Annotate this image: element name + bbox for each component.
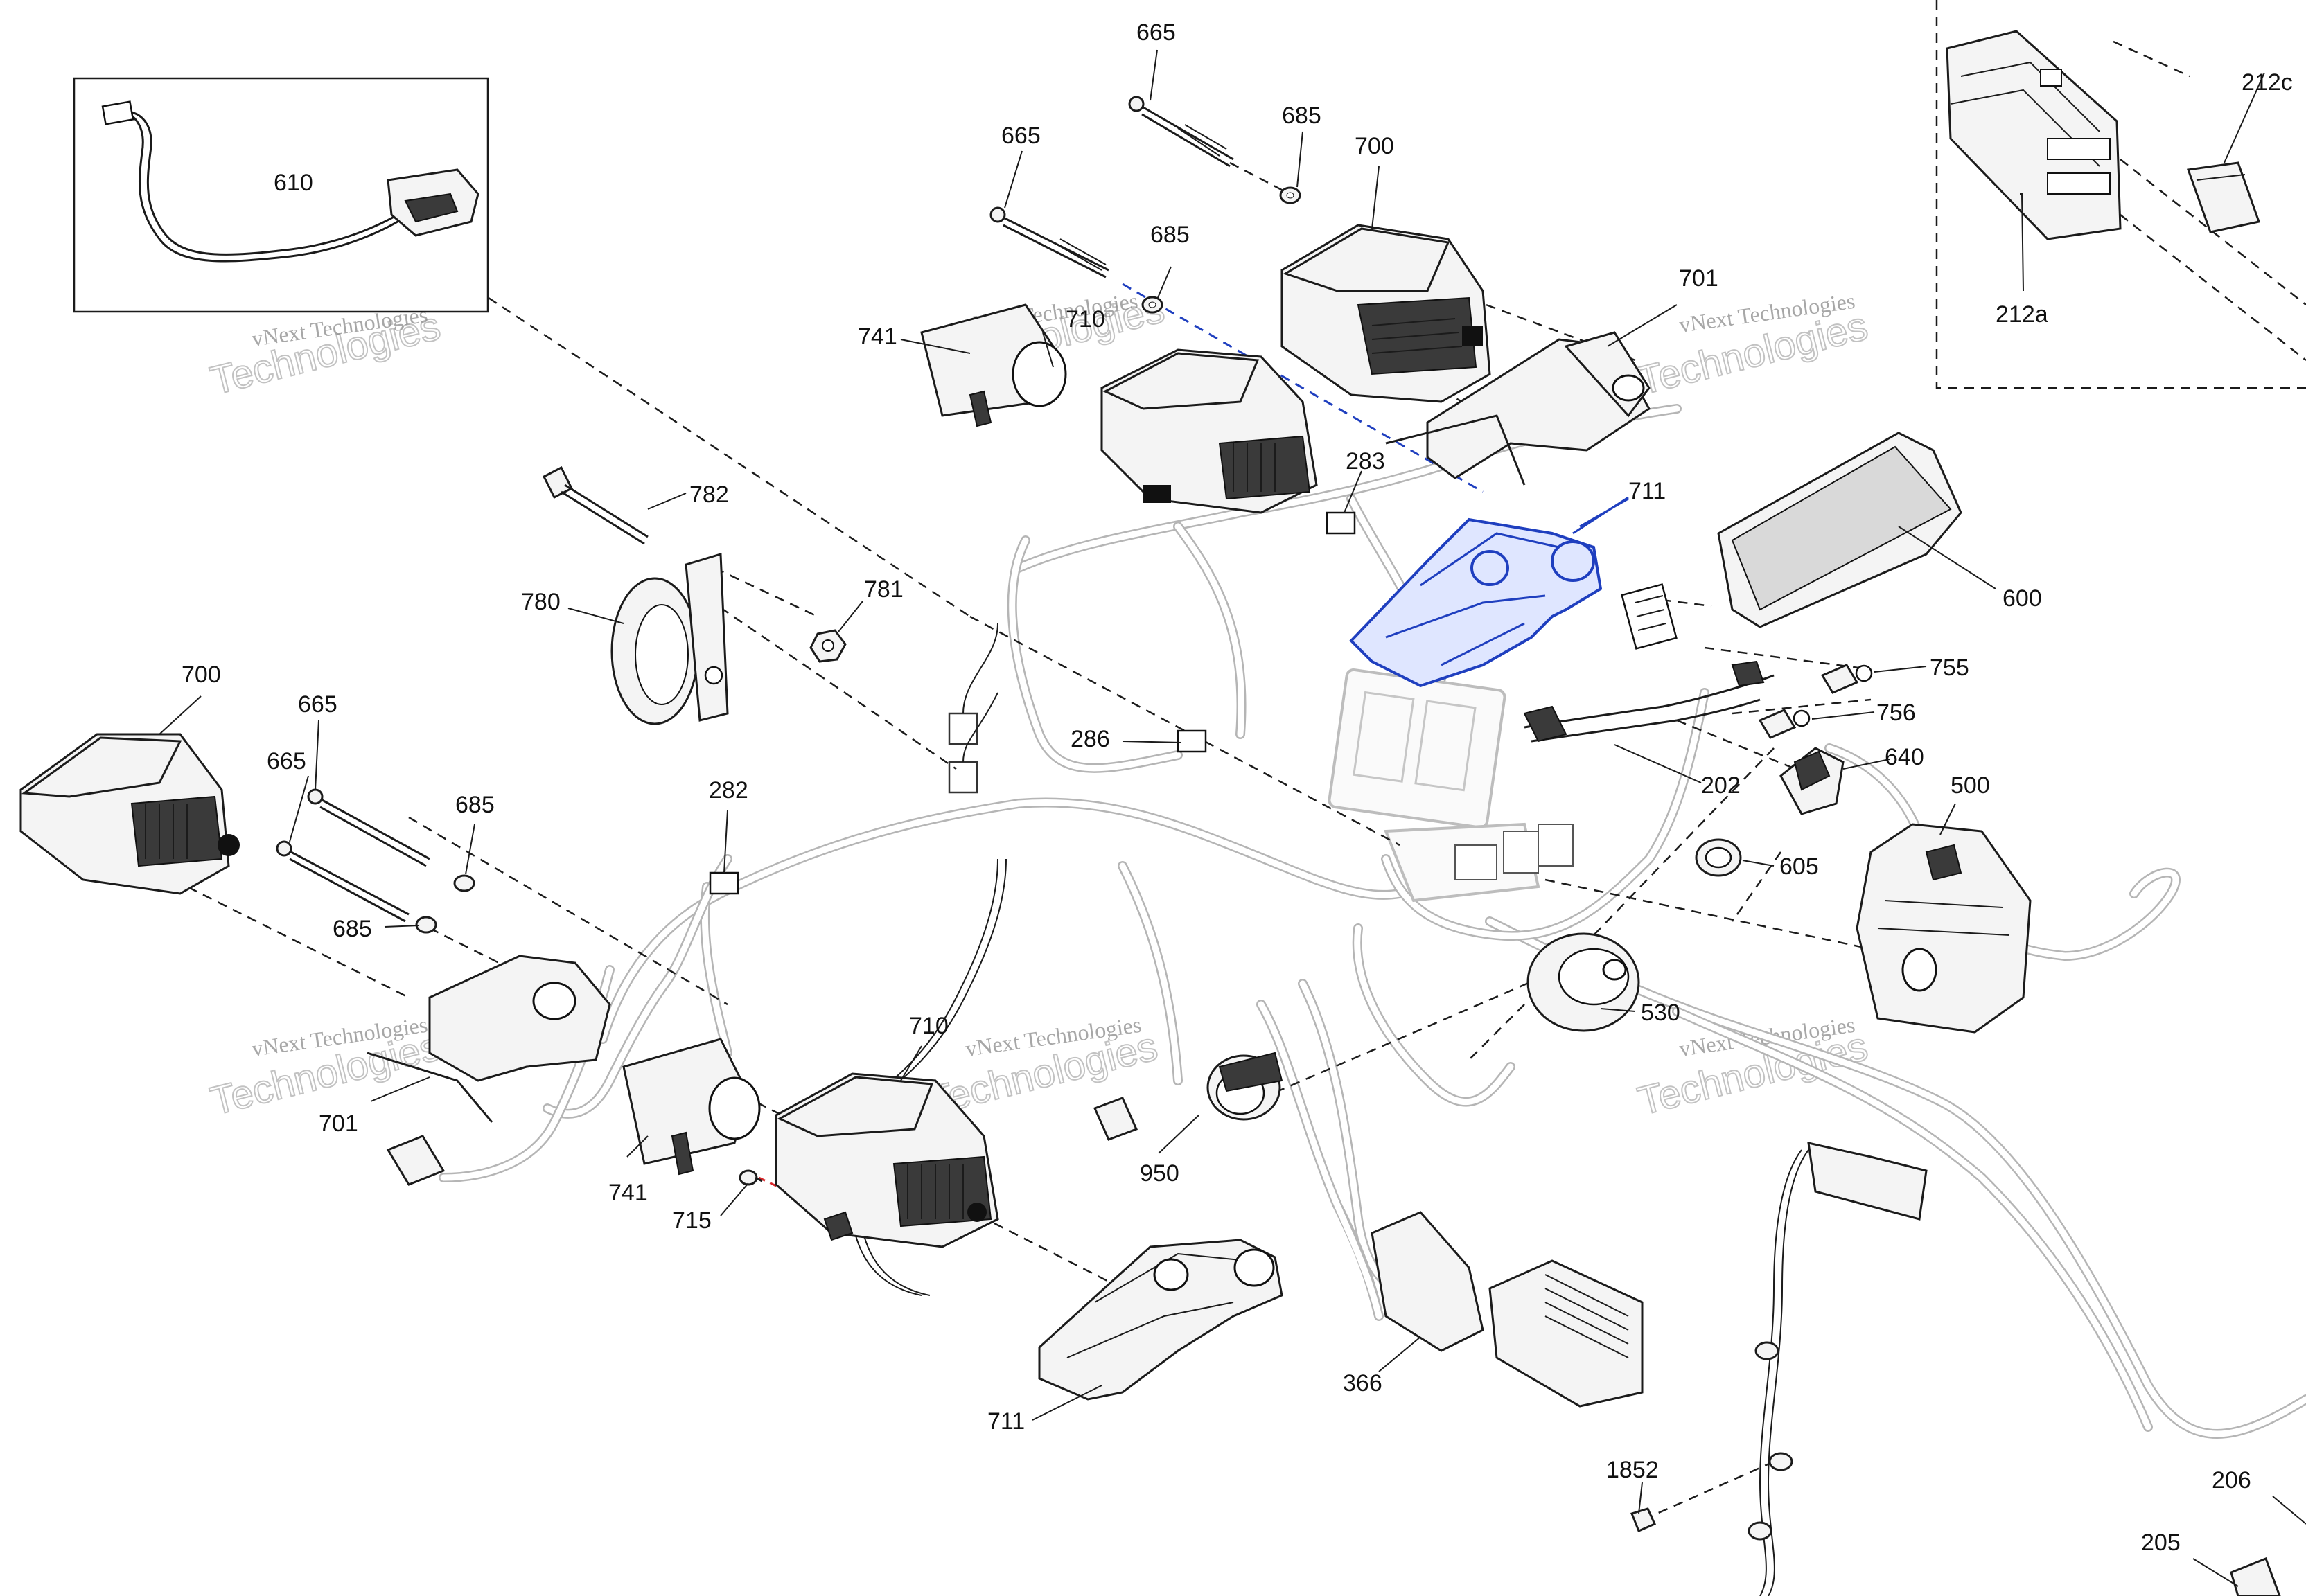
- label-700: 700: [1355, 133, 1394, 159]
- label-741: 741: [858, 323, 897, 350]
- label-366: 366: [1343, 1370, 1382, 1396]
- bulb-756: [1758, 709, 1811, 739]
- label-212c: 212c: [2242, 69, 2293, 96]
- label-282: 282: [709, 777, 748, 804]
- label-685: 685: [1282, 103, 1321, 129]
- leader-212c: [2224, 72, 2265, 163]
- bulb-755: [1820, 664, 1873, 694]
- label-701: 701: [319, 1110, 358, 1137]
- clip-282: [709, 871, 739, 895]
- socket-950: [1093, 1052, 1283, 1141]
- bolt-665-top: [1128, 96, 1234, 168]
- label-950: 950: [1140, 1160, 1179, 1187]
- label-500: 500: [1951, 772, 1990, 799]
- callout-leaders: [159, 49, 1996, 1514]
- label-715: 715: [672, 1207, 712, 1234]
- ring-605: [1695, 838, 1742, 877]
- bracket-711-highlighted[interactable]: [1349, 497, 1629, 688]
- watermark-bottom-left: Technologies vNext Technologies: [205, 1012, 445, 1125]
- sensor-connector-lower: [1748, 1142, 1928, 1541]
- display-600: [1621, 432, 1962, 650]
- label-710: 710: [1066, 306, 1105, 332]
- label-685: 685: [333, 916, 372, 942]
- module-710-top: [1100, 348, 1318, 514]
- label-1852: 1852: [1606, 1457, 1659, 1483]
- label-610: 610: [274, 170, 313, 196]
- bracket-701-top: [1385, 331, 1651, 486]
- label-782: 782: [689, 481, 729, 508]
- bracket-741-bottom: [622, 1038, 761, 1176]
- label-711-highlighted: 711: [1628, 478, 1666, 504]
- detail-box-212: [1935, 0, 2306, 389]
- label-756: 756: [1876, 700, 1916, 726]
- label-205: 205: [2141, 1530, 2181, 1556]
- horn-780: [610, 553, 729, 725]
- part-205-206: [2192, 1496, 2306, 1596]
- label-700: 700: [182, 662, 221, 688]
- label-711: 711: [987, 1408, 1025, 1435]
- washer-685-top: [1279, 186, 1301, 204]
- bolt-1852: [1630, 1507, 1656, 1532]
- label-710: 710: [909, 1013, 949, 1039]
- label-640: 640: [1885, 744, 1924, 770]
- module-700-top: [1280, 224, 1491, 403]
- label-685: 685: [455, 792, 495, 818]
- watermark-top-left: Technologies vNext Technologies: [205, 302, 445, 405]
- module-700-left: [19, 733, 240, 895]
- label-665: 665: [1136, 19, 1176, 46]
- washers-685-left: [415, 874, 475, 934]
- label-665: 665: [298, 691, 337, 718]
- label-286: 286: [1071, 726, 1110, 752]
- label-665: 665: [1001, 123, 1041, 149]
- label-701: 701: [1679, 265, 1718, 292]
- clip-283: [1326, 511, 1356, 535]
- label-530: 530: [1641, 1000, 1680, 1026]
- module-710-bottom: [775, 1072, 999, 1248]
- label-685: 685: [1150, 222, 1190, 248]
- connector-366: [1371, 1211, 1644, 1408]
- label-605: 605: [1779, 853, 1819, 880]
- label-780: 780: [521, 589, 561, 615]
- label-665: 665: [267, 748, 306, 774]
- label-283: 283: [1346, 448, 1385, 475]
- bolt-782: [542, 466, 649, 545]
- washer-685-mid: [1141, 296, 1163, 314]
- knob-530: [1526, 932, 1640, 1032]
- clip-286: [1177, 729, 1207, 753]
- part-number-labels: 610 212c 212a 665 665 685 685 700 710 74…: [182, 19, 2293, 1556]
- label-600: 600: [2003, 585, 2042, 612]
- sub-harness-202: [1523, 660, 1775, 743]
- bolts-665-left: [276, 788, 430, 923]
- bracket-741-top: [920, 303, 1067, 427]
- label-741: 741: [608, 1180, 648, 1206]
- label-212a: 212a: [1996, 301, 2048, 328]
- bracket-701-left: [367, 955, 611, 1123]
- switch-640: [1779, 747, 1845, 815]
- screw-715: [739, 1169, 763, 1186]
- label-781: 781: [864, 576, 904, 603]
- leader-212a: [2020, 193, 2024, 292]
- bolt-665-mid: [989, 206, 1109, 278]
- detail-box-610: [73, 77, 489, 313]
- connector-left-pigtail: [386, 1135, 446, 1186]
- switch-pack-500: [1856, 823, 2032, 1034]
- watermark-top-right: Technologies vNext Technologies: [1632, 288, 1872, 405]
- nut-781: [809, 629, 847, 663]
- label-206: 206: [2212, 1467, 2251, 1493]
- label-755: 755: [1930, 655, 1969, 681]
- label-202: 202: [1701, 772, 1741, 799]
